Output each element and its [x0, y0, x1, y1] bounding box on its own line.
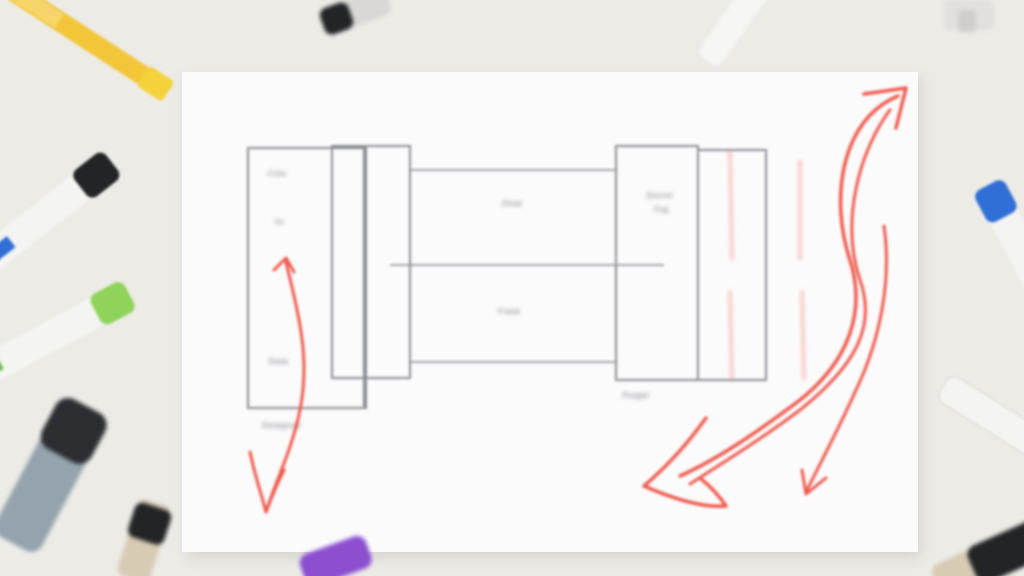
label-center-top: Dose: [502, 199, 522, 208]
label-right-top-1: Sounsl: [646, 191, 673, 200]
green-marker: [0, 282, 135, 383]
label-center-bottom: Frase: [498, 307, 520, 316]
sketch-labels: Cosc no Swes Dosegnac Dose Frase Sounsl …: [262, 169, 673, 430]
right-down-arrow: [804, 224, 888, 494]
clip-top-right: [944, 0, 994, 32]
left-outer-box: [247, 147, 367, 409]
center-connectors: [390, 169, 664, 363]
black-marker-bottom-right: [931, 520, 1024, 576]
right-red-marks: [729, 149, 805, 381]
black-marker-top: [319, 0, 391, 35]
beige-marker-bottom: [117, 499, 172, 576]
label-left-mid: no: [274, 217, 284, 226]
left-wireframe: [247, 145, 411, 409]
label-right-top-2: Fog: [654, 205, 669, 214]
red-arrows: [248, 86, 908, 514]
white-marker-right: [938, 376, 1024, 459]
label-left-bottom: Swes: [268, 357, 289, 366]
blue-marker-right: [975, 180, 1024, 295]
purple-marker-bottom: [299, 535, 372, 576]
yellow-marker: [4, 0, 174, 101]
white-marker-top: [697, 0, 779, 68]
label-left-footer: Dosegnac: [262, 421, 302, 430]
paper-sheet: [182, 72, 918, 552]
label-left-top: Cosc: [268, 169, 288, 178]
black-white-marker-left: [0, 152, 120, 274]
label-right-footer: Poogel: [622, 391, 650, 400]
grey-marker-bottom-left: [0, 397, 107, 552]
big-curved-arrow: [678, 94, 900, 478]
left-inner-box: [331, 145, 411, 379]
